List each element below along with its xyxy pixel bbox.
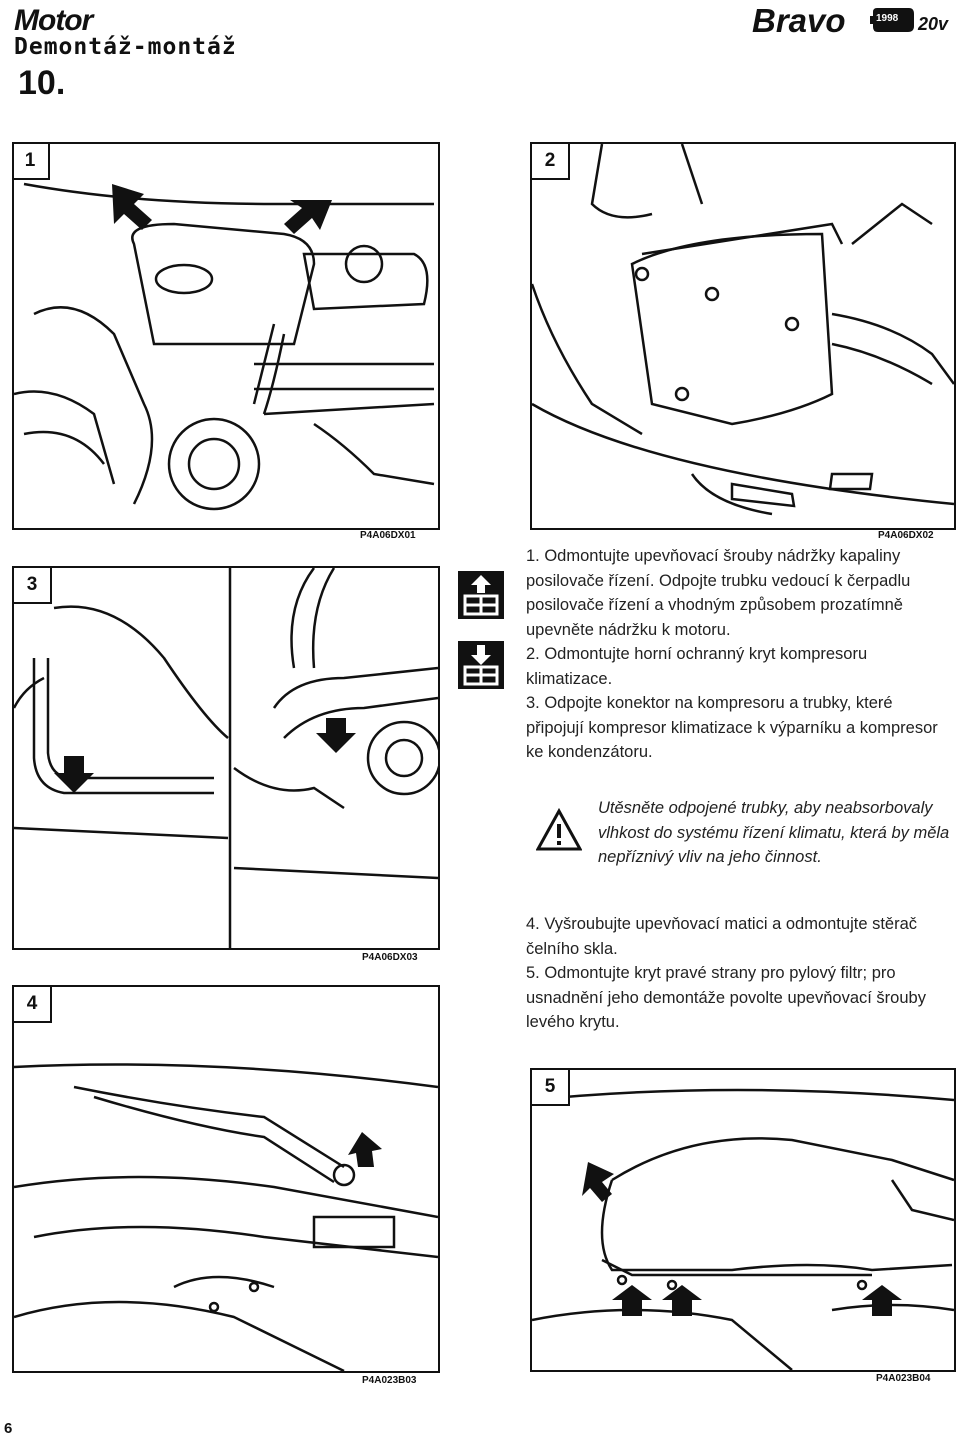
figure-1-drawing	[14, 182, 435, 511]
step-1: 1. Odmontujte upevňovací šrouby nádržky …	[526, 547, 911, 639]
arrow-icon	[54, 756, 94, 793]
refitting-icon	[458, 641, 504, 689]
warning-text: Utěsněte odpojené trubky, aby neabsorbov…	[598, 799, 950, 866]
arrow-icon	[348, 1132, 382, 1167]
engine-variant: 20v	[918, 14, 949, 34]
figure-4-code: P4A023B03	[362, 1375, 417, 1386]
figure-1-number: 1	[14, 144, 50, 180]
car-badge-icon	[870, 8, 914, 32]
figure-4-drawing	[14, 1063, 438, 1371]
chapter-number: 10.	[18, 64, 66, 102]
figure-2-drawing	[532, 144, 954, 516]
figure-4-number: 4	[14, 987, 52, 1023]
figure-5-drawing	[532, 1088, 954, 1370]
arrow-icon	[112, 184, 152, 230]
step-5: 5. Odmontujte kryt pravé strany pro pylo…	[526, 964, 926, 1031]
arrow-icon	[582, 1162, 614, 1202]
figure-2: 2	[530, 142, 956, 530]
figure-5: 5	[530, 1068, 956, 1372]
arrow-icon	[316, 718, 356, 753]
steps-part-1: 1. Odmontujte upevňovací šrouby nádržky …	[526, 544, 954, 765]
steps-part-2: 4. Vyšroubujte upevňovací matici a odmon…	[526, 912, 954, 1035]
figure-1: 1	[12, 142, 440, 530]
figure-1-code: P4A06DX01	[360, 530, 416, 541]
step-2: 2. Odmontujte horní ochranný kryt kompre…	[526, 645, 868, 688]
section-title: Motor	[14, 4, 93, 37]
arrow-icon	[612, 1285, 652, 1316]
arrow-icon	[662, 1285, 702, 1316]
figure-2-number: 2	[532, 144, 570, 180]
figure-4: 4	[12, 985, 440, 1373]
section-subtitle: Demontáž-montáž	[14, 34, 237, 60]
figure-2-code: P4A06DX02	[878, 530, 934, 541]
page-number: 6	[4, 1420, 13, 1437]
removal-icon	[458, 571, 504, 619]
figure-5-number: 5	[532, 1070, 570, 1106]
step-3: 3. Odpojte konektor na kompresoru a trub…	[526, 694, 938, 761]
figure-3-code: P4A06DX03	[362, 952, 418, 963]
figure-3: 3	[12, 566, 440, 950]
step-4: 4. Vyšroubujte upevňovací matici a odmon…	[526, 915, 918, 958]
arrow-icon	[862, 1285, 902, 1316]
figure-5-code: P4A023B04	[876, 1373, 931, 1384]
figure-3-number: 3	[14, 568, 52, 604]
arrow-icon	[284, 200, 332, 234]
model-name: Bravo	[752, 2, 846, 39]
warning-icon	[536, 808, 582, 851]
model-year: 1998	[876, 13, 899, 24]
figure-3-drawing	[14, 568, 438, 948]
